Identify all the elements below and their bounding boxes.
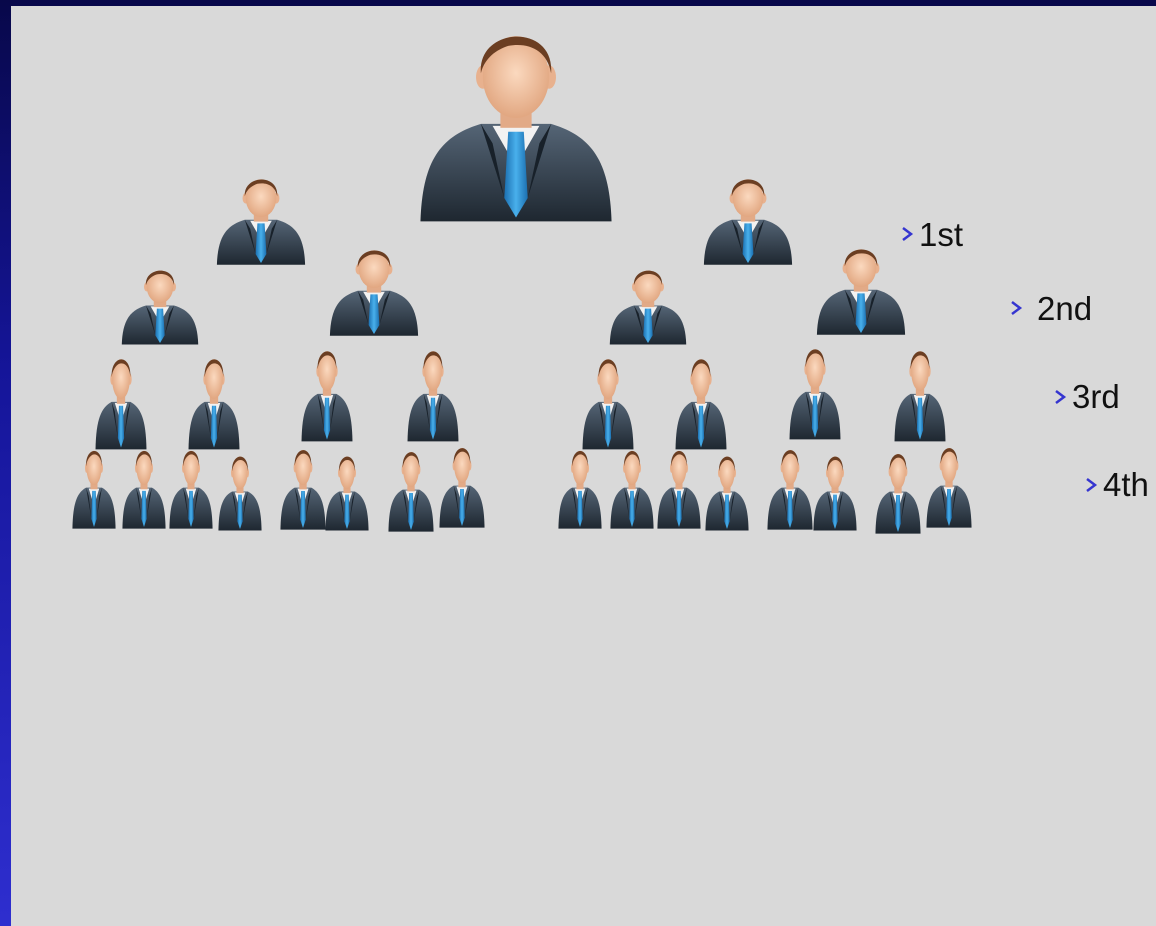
businessman-icon: [767, 449, 813, 530]
businessman-icon: [657, 450, 701, 529]
hierarchy-diagram: 1st 2nd 3rd 4th: [45, 36, 1149, 657]
businessman-icon: [72, 450, 116, 529]
level-1-label: 1st: [919, 216, 963, 253]
level-2-label: 2nd: [1037, 290, 1092, 327]
businessman-icon: [789, 349, 841, 440]
businessman-icon: [894, 351, 946, 442]
businessman-icon: [122, 450, 166, 529]
businessman-icon: [675, 359, 727, 450]
level-3-arrow: [944, 390, 1067, 404]
businessman-icon: [420, 36, 612, 222]
level-1-arrow: [792, 227, 914, 241]
businessman-icon: [301, 351, 353, 442]
level-2-arrow: [902, 301, 1023, 315]
businessman-icon: [558, 450, 602, 529]
businessman-icon: [121, 270, 199, 345]
businessman-icon: [329, 250, 419, 336]
businessman-icon: [610, 450, 654, 529]
businessman-icon: [169, 450, 213, 529]
level-4-label: 4th: [1103, 466, 1149, 503]
businessman-icon: [188, 359, 240, 450]
businessman-icon: [582, 359, 634, 450]
businessman-icon: [926, 447, 972, 528]
businessman-icon: [813, 456, 857, 531]
businessman-icon: [439, 447, 485, 528]
businessman-icon: [218, 456, 262, 531]
businessman-icon: [703, 179, 793, 265]
businessman-icon: [280, 449, 326, 530]
businessman-icon: [816, 249, 906, 335]
level-3-label: 3rd: [1072, 378, 1120, 415]
level-4-arrow: [975, 478, 1098, 492]
businessman-icon: [705, 456, 749, 531]
businessman-icon: [875, 453, 921, 534]
businessman-icon: [407, 351, 459, 442]
businessman-icon: [388, 451, 434, 532]
businessman-icon: [325, 456, 369, 531]
businessman-icon: [95, 359, 147, 450]
businessman-icon: [609, 270, 687, 345]
businessman-icon: [216, 179, 306, 265]
diagram-canvas: 1st 2nd 3rd 4th: [11, 6, 1156, 926]
